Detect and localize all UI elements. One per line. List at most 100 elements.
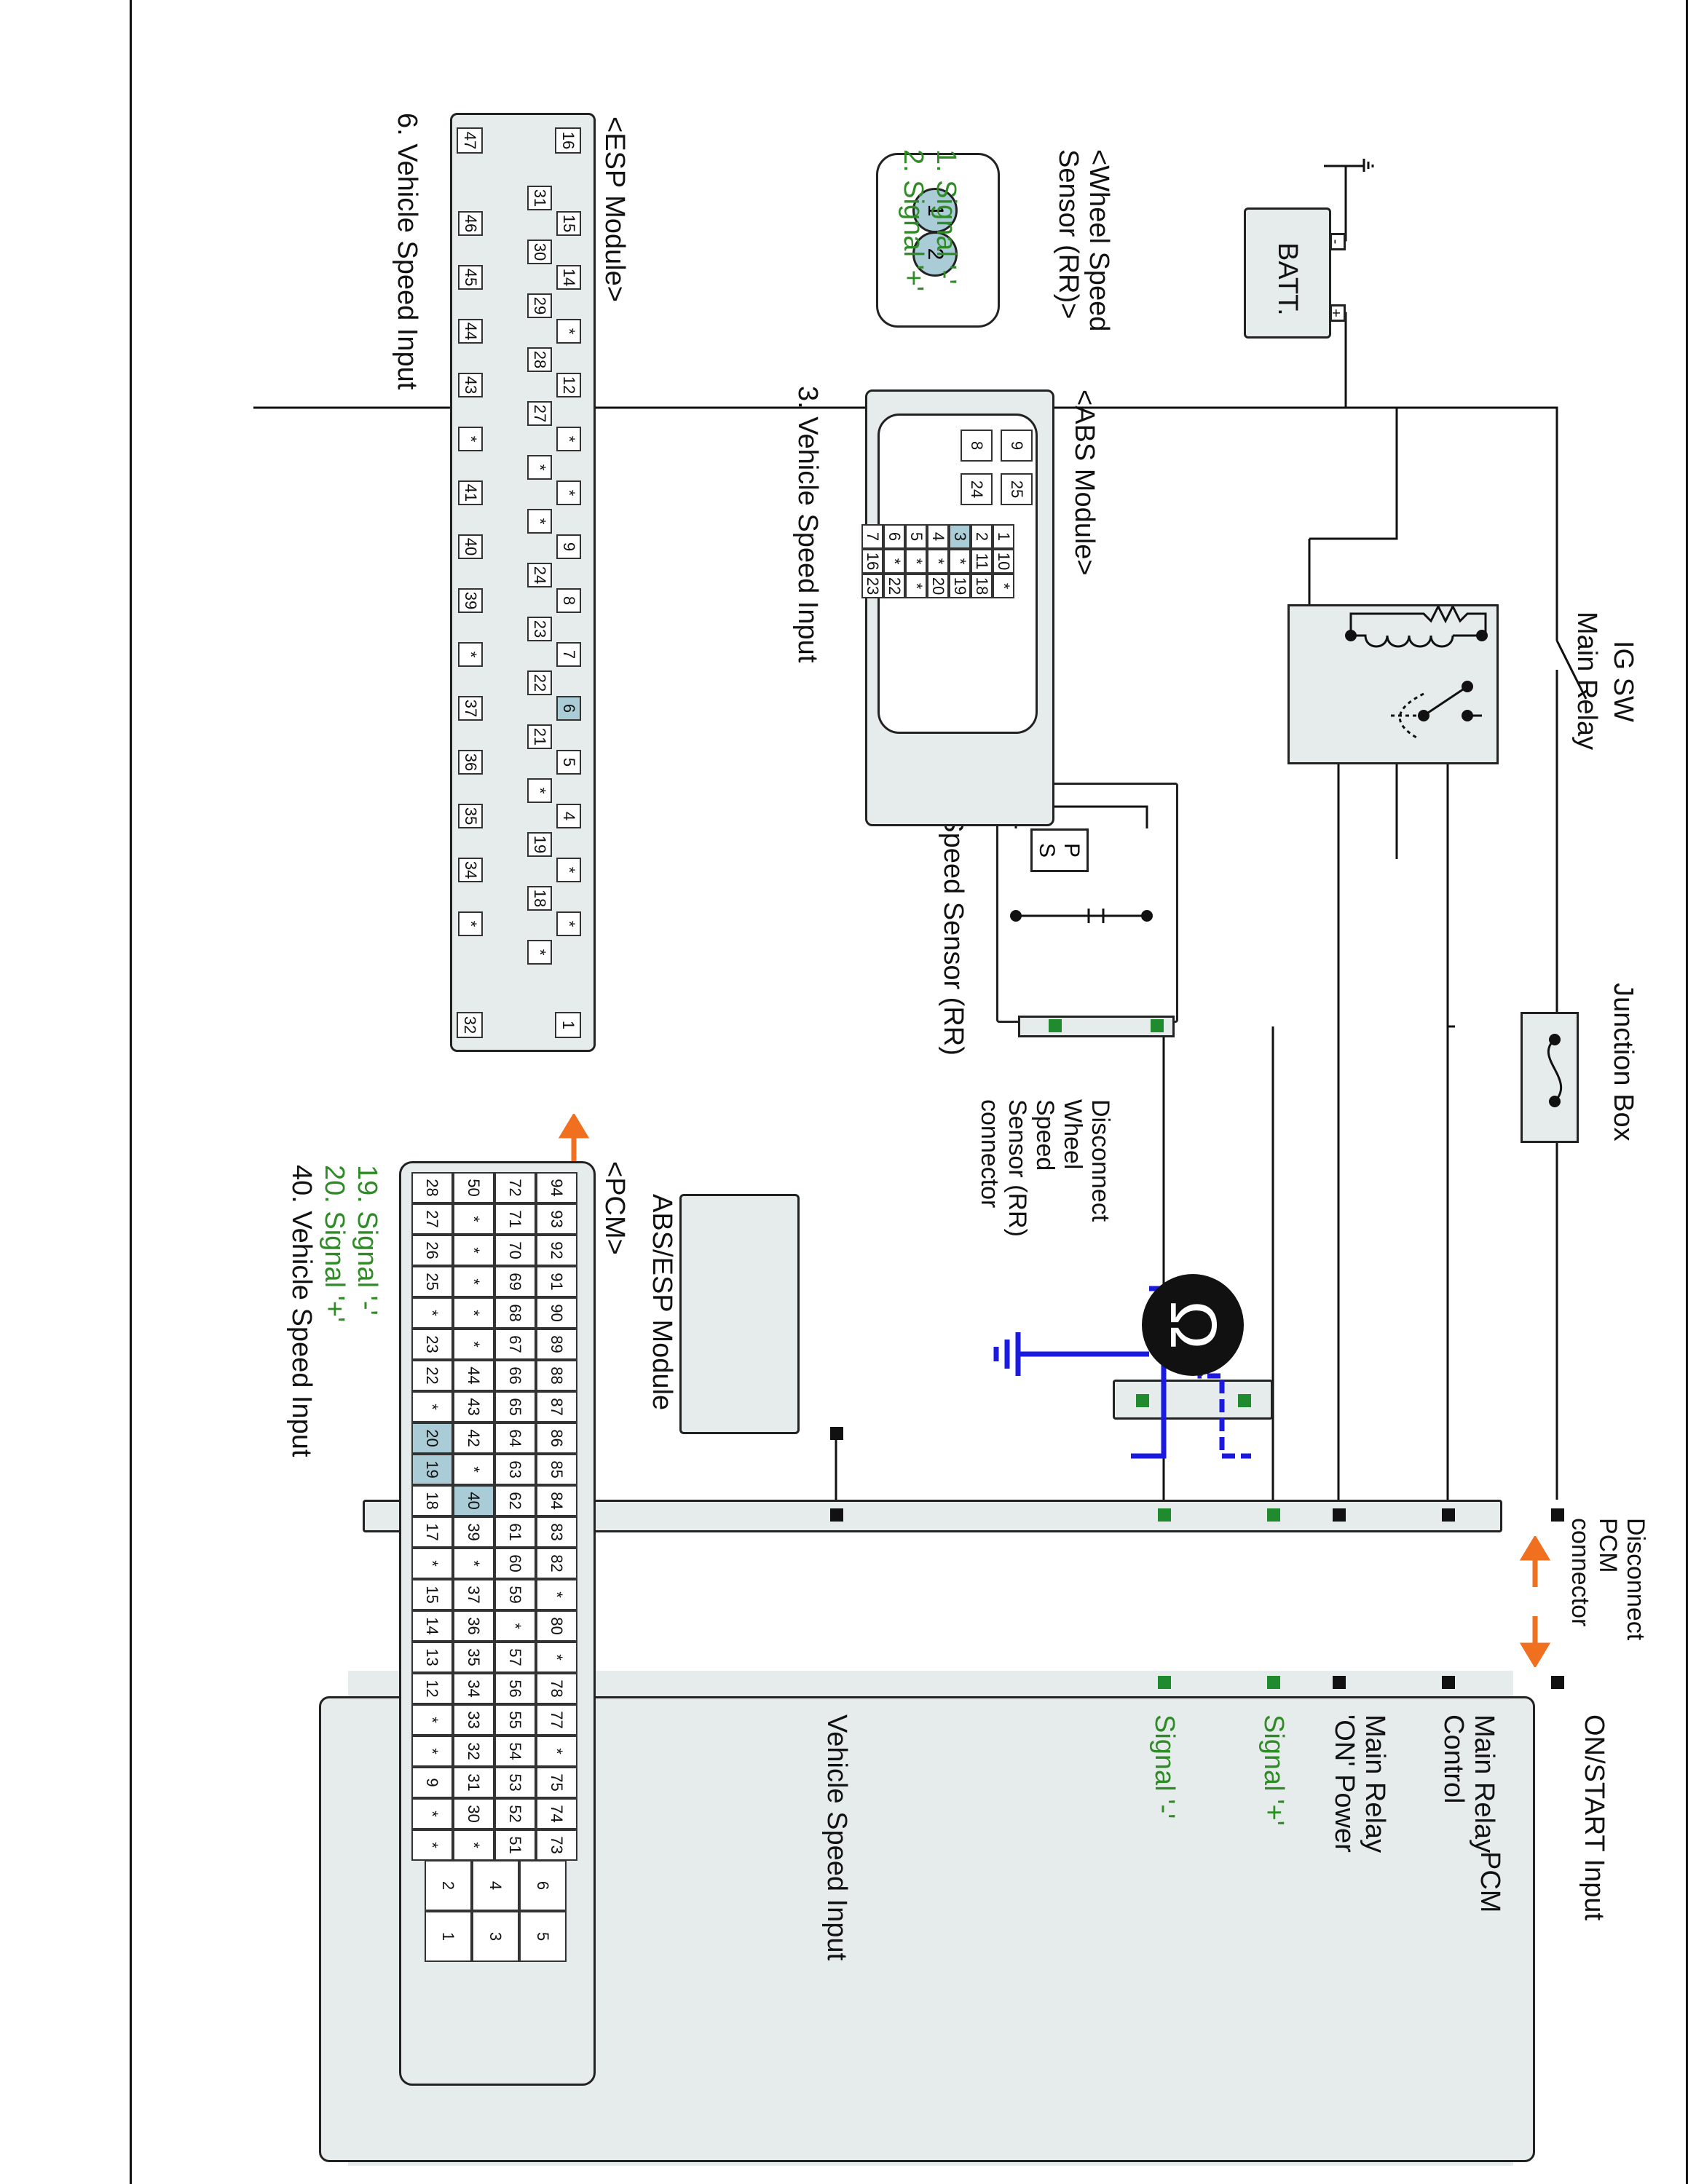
esp-pin: * xyxy=(527,455,552,480)
pcm-pin: 19 xyxy=(411,1454,453,1485)
pcm-pin: 18 xyxy=(411,1485,453,1516)
battery-neg-label: - xyxy=(1328,239,1344,245)
esp-pin: 36 xyxy=(458,750,483,775)
pcm-pin: 44 xyxy=(453,1360,494,1391)
pcm-pin: 87 xyxy=(536,1391,577,1423)
pcm-pin: * xyxy=(453,1329,494,1360)
pcm-pin: 50 xyxy=(453,1172,494,1203)
pcm-connector-title: <PCM> xyxy=(599,1161,630,1255)
pcm-pin: 73 xyxy=(536,1829,577,1861)
esp-pin: * xyxy=(527,509,552,534)
esp-pin: 34 xyxy=(458,858,483,882)
pcm-pin: 75 xyxy=(536,1767,577,1798)
esp-pin: 9 xyxy=(556,534,581,559)
disconnect-sensor-line4: Sensor (RR) xyxy=(1003,1099,1031,1237)
pcm-pin: 37 xyxy=(453,1579,494,1610)
pcm-pin: * xyxy=(453,1235,494,1266)
pcm-pin-3 xyxy=(1333,1676,1346,1689)
esp-pin: * xyxy=(556,911,581,936)
abs-pin: * xyxy=(927,549,949,574)
abs-pin: 20 xyxy=(927,574,949,598)
pcm-pin: * xyxy=(411,1297,453,1329)
abs-pin: 6 xyxy=(883,524,905,549)
esp-pin: * xyxy=(556,858,581,882)
battery: BATT. xyxy=(1244,207,1331,339)
pcm-pin: 93 xyxy=(536,1203,577,1235)
pcm-pin: 26 xyxy=(411,1235,453,1266)
pcm-connector-legend-3: 40. Vehicle Speed Input xyxy=(286,1165,317,1457)
pcm-pin: 64 xyxy=(494,1423,536,1454)
pcm-pin: 80 xyxy=(536,1610,577,1642)
esp-pin: 44 xyxy=(458,319,483,344)
abs-pin: * xyxy=(905,574,927,598)
pcm-pin-label-5: Signal '-' xyxy=(1149,1714,1180,1819)
pcm-pin: 17 xyxy=(411,1516,453,1548)
battery-pos-label: + xyxy=(1328,309,1344,317)
disconnect-sensor-line1: Disconnect xyxy=(1086,1099,1114,1222)
battery-neg-terminal: - xyxy=(1328,233,1346,250)
pcm-pin: 39 xyxy=(453,1516,494,1548)
esp-pin: 8 xyxy=(556,588,581,613)
pcm-pin: * xyxy=(411,1736,453,1767)
pcm-pin: * xyxy=(536,1736,577,1767)
pcm-pin: 62 xyxy=(494,1485,536,1516)
pcm-pin: 57 xyxy=(494,1642,536,1673)
pcm-pin: 5 xyxy=(519,1911,567,1962)
ohmmeter-wiring-svg xyxy=(993,1286,1251,1459)
main-relay-label: Main Relay xyxy=(1571,612,1602,751)
pcm-pin: 63 xyxy=(494,1454,536,1485)
abs-pin: 25 xyxy=(1001,473,1033,505)
abs-pin: 24 xyxy=(961,473,993,505)
pcm-pin-2 xyxy=(1442,1676,1455,1689)
pcm-pin: 1 xyxy=(425,1911,472,1962)
pcm-pin-4 xyxy=(1267,1676,1280,1689)
esp-pin: * xyxy=(527,778,552,803)
abs-pin: 16 xyxy=(861,549,883,574)
esp-pin: 14 xyxy=(556,265,581,290)
pcm-harness-pin-2 xyxy=(1442,1508,1455,1522)
pcm-pin: 92 xyxy=(536,1235,577,1266)
pcm-pin: 78 xyxy=(536,1673,577,1704)
pcm-pin: 82 xyxy=(536,1548,577,1579)
abs-pin: 2 xyxy=(971,524,993,549)
pcm-pin: 84 xyxy=(536,1485,577,1516)
pcm-pin: 67 xyxy=(494,1329,536,1360)
esp-pin: 19 xyxy=(527,832,552,857)
pcm-pin-1 xyxy=(1551,1676,1564,1689)
ohmmeter: Ω xyxy=(1142,1274,1244,1376)
disconnect-pcm-line3: connector xyxy=(1566,1518,1594,1627)
pcm-pin: 94 xyxy=(536,1172,577,1203)
pcm-pin: 12 xyxy=(411,1673,453,1704)
abs-pin: * xyxy=(993,574,1014,598)
pcm-pin: 32 xyxy=(453,1736,494,1767)
ig-line xyxy=(1477,406,1558,1500)
pcm-pin: 86 xyxy=(536,1423,577,1454)
pcm-pin: 91 xyxy=(536,1266,577,1297)
pcm-pin: 14 xyxy=(411,1610,453,1642)
pcm-pin: 42 xyxy=(453,1423,494,1454)
esp-pin: 18 xyxy=(527,886,552,911)
pcm-connector-legend-2: 20. Signal '+' xyxy=(319,1165,350,1323)
pcm-pin: 59 xyxy=(494,1579,536,1610)
pcm-connector-legend-1: 19. Signal '-' xyxy=(352,1165,382,1315)
esp-pin: 29 xyxy=(527,293,552,318)
abs-pin: 23 xyxy=(861,574,883,598)
pcm-pin: 77 xyxy=(536,1704,577,1736)
abs-connector-legend: 3. Vehicle Speed Input xyxy=(792,386,823,663)
pcm-pin: 13 xyxy=(411,1642,453,1673)
pcm-pin-label-1: ON/START Input xyxy=(1579,1714,1609,1920)
abs-pin: 8 xyxy=(961,430,993,462)
pcm-harness-pin-4 xyxy=(1267,1508,1280,1522)
abs-pin: * xyxy=(883,549,905,574)
esp-pin: 22 xyxy=(527,670,552,695)
pcm-pin: 27 xyxy=(411,1203,453,1235)
esp-pin: * xyxy=(458,642,483,667)
esp-pin: 15 xyxy=(556,211,581,236)
pcm-pin-5 xyxy=(1158,1676,1171,1689)
abs-pin: 22 xyxy=(883,574,905,598)
pcm-pin: 9 xyxy=(411,1767,453,1798)
relay-internal-svg xyxy=(1345,606,1488,739)
pcm-pin: 43 xyxy=(453,1391,494,1423)
esp-pin: * xyxy=(556,480,581,505)
esp-connector-title: <ESP Module> xyxy=(599,116,630,302)
